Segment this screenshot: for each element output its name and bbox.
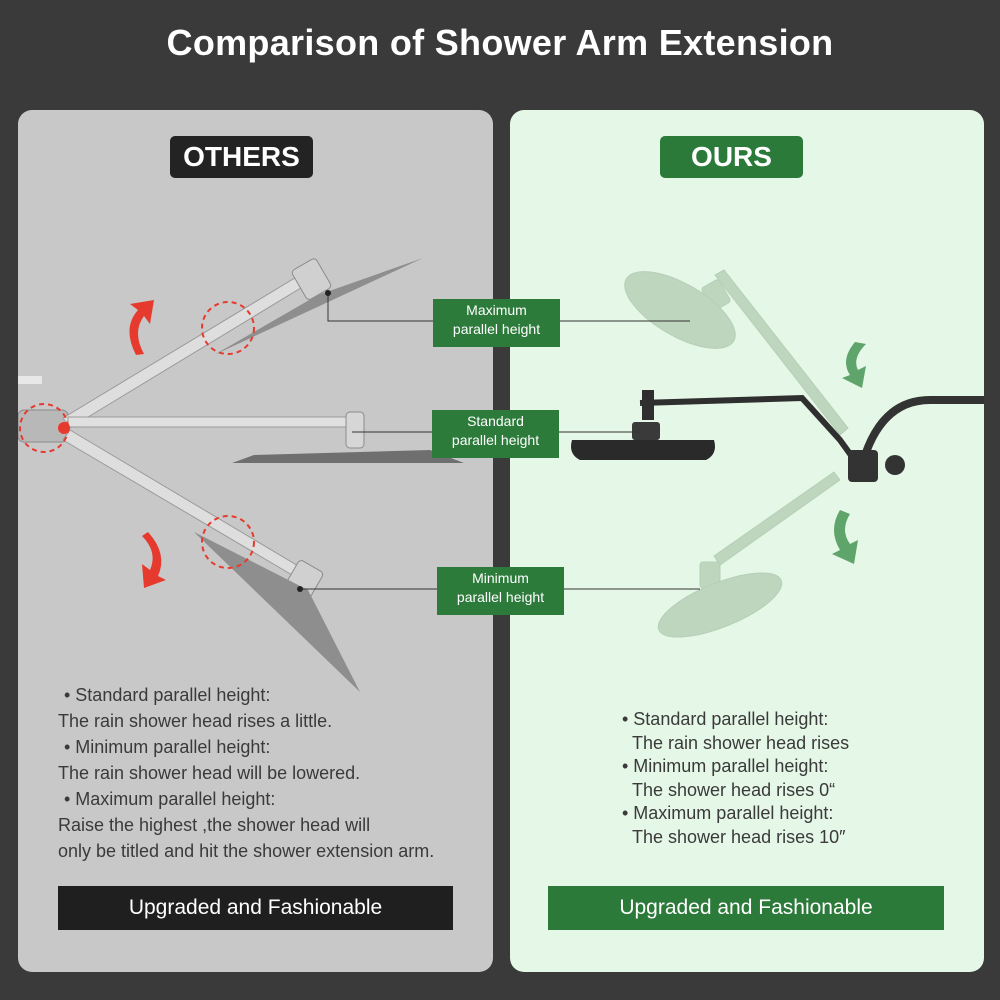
- lower-showerhead: [194, 532, 360, 692]
- wall-pipe: [18, 376, 42, 384]
- ours-panel: OURS • Standard parallel height: The rai…: [510, 110, 984, 972]
- others-tag: OTHERS: [170, 136, 313, 178]
- label-line: parallel height: [451, 432, 540, 448]
- others-panel: OTHERS • Standard parallel height: The r…: [18, 110, 493, 972]
- ours-lower-ghost: [657, 471, 841, 638]
- ours-bullet-head: • Minimum parallel height:: [622, 756, 829, 776]
- ours-upper-ghost: [624, 269, 849, 436]
- others-bullet-head: • Maximum parallel height:: [64, 789, 276, 809]
- middle-showerhead: [232, 450, 464, 463]
- ours-head-connector: [632, 422, 660, 440]
- ours-bullet-head: • Standard parallel height:: [622, 709, 829, 729]
- ours-tag: OURS: [660, 136, 803, 178]
- arrow-down-icon: [142, 532, 166, 588]
- upper-arm: [62, 269, 315, 429]
- lower-stress-circle: [201, 515, 255, 569]
- middle-arm: [67, 416, 359, 428]
- arrow-up-icon: [842, 342, 866, 388]
- label-line: Maximum: [466, 302, 527, 318]
- ours-arm-elbow: [642, 390, 654, 420]
- label-line: parallel height: [456, 589, 545, 605]
- ours-bullet-list: • Standard parallel height: The rain sho…: [616, 708, 849, 849]
- ours-upgrade-button[interactable]: Upgraded and Fashionable: [548, 886, 944, 930]
- lower-arm: [62, 429, 311, 583]
- ours-bullet-body: The shower head rises 0“: [632, 779, 836, 800]
- label-minimum-height: Minimum parallel height: [437, 567, 564, 615]
- ours-pivot-joint: [848, 450, 878, 482]
- others-bullet-body: The rain shower head rises a little.: [58, 711, 333, 731]
- ours-bullet-body: The shower head rises 10″: [632, 826, 846, 847]
- middle-joint: [345, 411, 365, 449]
- ours-knob: [885, 455, 905, 475]
- others-upgrade-button[interactable]: Upgraded and Fashionable: [58, 886, 453, 930]
- ours-showerhead: [571, 440, 715, 460]
- arrow-up-icon: [129, 300, 154, 355]
- others-illustration: [18, 258, 464, 692]
- others-bullet-head: • Standard parallel height:: [64, 685, 271, 705]
- others-bullet-body: only be titled and hit the shower extens…: [58, 841, 435, 861]
- ours-bullet-head: • Maximum parallel height:: [622, 803, 834, 823]
- label-line: parallel height: [452, 321, 541, 337]
- upper-showerhead: [214, 258, 423, 355]
- label-line: Standard: [467, 413, 524, 429]
- ours-bullet-body: The rain shower head rises: [632, 732, 850, 753]
- others-bullet-body: Raise the highest ,the shower head will: [58, 815, 371, 835]
- ours-illustration: [571, 269, 984, 638]
- upper-joint: [291, 258, 332, 300]
- label-line: Minimum: [472, 570, 529, 586]
- page-title: Comparison of Shower Arm Extension: [166, 22, 834, 63]
- others-bullet-list: • Standard parallel height: The rain sho…: [58, 682, 434, 864]
- ours-supply-pipe: [858, 396, 984, 467]
- arrow-down-icon: [832, 510, 858, 564]
- upper-stress-circle: [201, 301, 255, 355]
- others-bullet-head: • Minimum parallel height:: [64, 737, 271, 757]
- label-maximum-height: Maximum parallel height: [433, 299, 560, 347]
- pivot-dot: [58, 422, 70, 434]
- others-bullet-body: The rain shower head will be lowered.: [58, 763, 361, 783]
- label-standard-height: Standard parallel height: [432, 410, 559, 458]
